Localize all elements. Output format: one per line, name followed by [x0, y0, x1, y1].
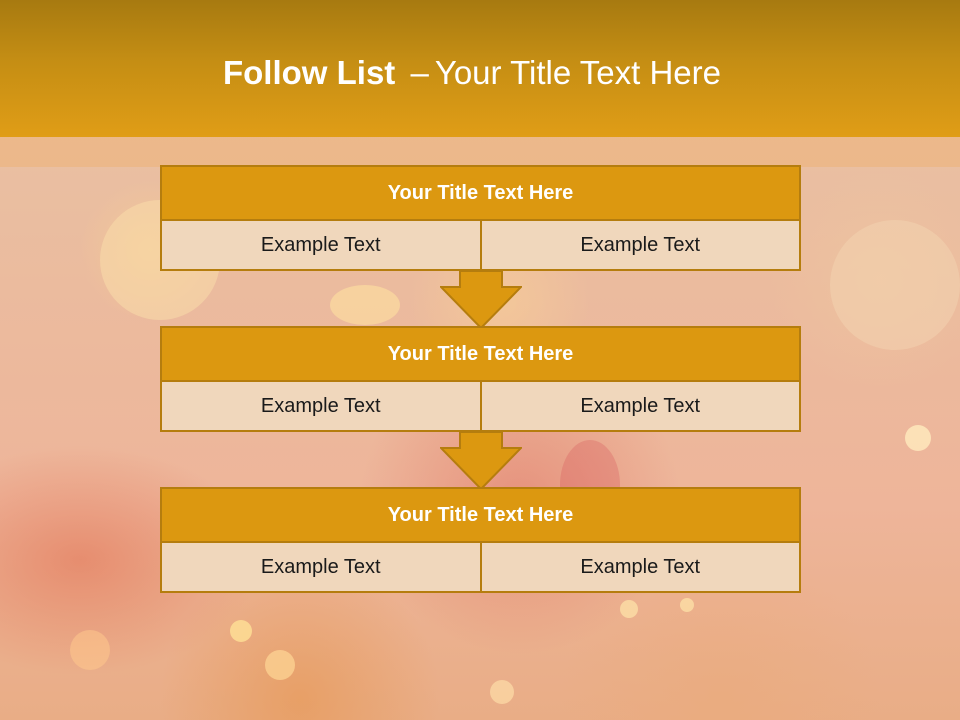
step-cell-left: Example Text: [260, 233, 381, 256]
title-band: [0, 0, 960, 137]
bokeh-light: [905, 425, 931, 451]
step-row: Example Text Example Text: [160, 543, 801, 593]
step-title: Your Title Text Here: [160, 326, 801, 382]
step-card-3: Your Title Text Here Example Text Exampl…: [160, 487, 801, 593]
title-sub-band: [0, 137, 960, 167]
step-cell-right: Example Text: [479, 221, 800, 269]
bokeh-light: [330, 285, 400, 325]
down-arrow-icon: [440, 271, 522, 329]
step-row: Example Text Example Text: [160, 221, 801, 271]
step-row: Example Text Example Text: [160, 382, 801, 432]
bokeh-light: [265, 650, 295, 680]
bokeh-light: [230, 620, 252, 642]
step-title: Your Title Text Here: [160, 487, 801, 543]
down-arrow-icon: [440, 432, 522, 490]
step-title: Your Title Text Here: [160, 165, 801, 221]
step-card-1: Your Title Text Here Example Text Exampl…: [160, 165, 801, 271]
bokeh-light: [680, 598, 694, 612]
slide-title-bold: Follow List: [222, 54, 396, 91]
slide-title-rest: Your Title Text Here: [434, 54, 721, 91]
step-card-2: Your Title Text Here Example Text Exampl…: [160, 326, 801, 432]
step-cell-right: Example Text: [479, 382, 800, 430]
slide-title: Follow List –Your Title Text Here: [0, 54, 944, 92]
bokeh-light: [490, 680, 514, 704]
step-cell-right: Example Text: [479, 543, 800, 591]
slide-title-separator: –: [410, 54, 429, 91]
bokeh-light: [620, 600, 638, 618]
step-cell-left: Example Text: [260, 394, 381, 417]
bokeh-light: [830, 220, 960, 350]
step-cell-left: Example Text: [260, 555, 381, 578]
bokeh-light: [70, 630, 110, 670]
